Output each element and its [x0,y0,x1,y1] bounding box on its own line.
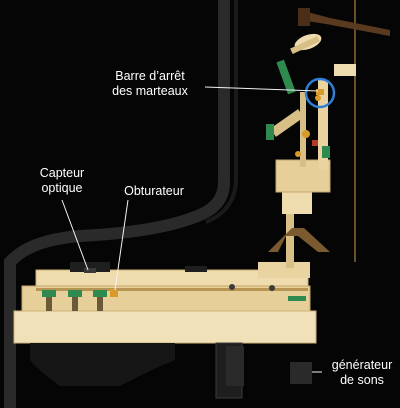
sound-generator-box [290,362,312,384]
label-sound-generator-line-2: de sons [340,373,384,387]
label-sound-generator: générateur de sons [326,358,398,388]
screw-1 [229,284,235,290]
label-optical-sensor-line-2: optique [41,181,83,195]
green-felt-1 [266,124,274,140]
top-damper-block [334,64,356,76]
key-top-dark [70,262,110,272]
gold-pivot-1 [302,130,310,138]
keybed-base [30,343,175,386]
keybed [13,310,317,344]
label-hammer-stop-line-1: Barre d’arrêt [115,69,185,83]
label-optical-sensor: Capteur optique [30,166,94,196]
optical-sensor [84,268,96,273]
leader-optical-sensor [61,199,89,271]
label-sound-generator-line-1: générateur [331,358,393,372]
piano-case-inner [205,0,238,224]
pin-3 [97,297,103,311]
pin-2 [72,297,78,311]
label-optical-sensor-line-1: Capteur [39,166,85,180]
pin-1 [46,297,52,311]
red-accent [312,140,318,146]
leader-hammer-stop [204,86,319,92]
pedal-block-light [226,346,244,386]
action-rail [318,80,328,170]
green-pad-3 [93,290,107,297]
hammer-arm [290,35,320,55]
gold-pivot-3 [315,95,321,101]
key-lever-shadow [36,288,308,291]
green-pad-1 [42,290,56,297]
gold-pivot-2 [295,151,301,157]
piano-case-outline [4,0,230,408]
screw-2 [269,285,275,291]
label-hammer-stop-line-2: des marteaux [112,84,188,98]
green-felt-2 [276,59,296,95]
label-shutter: Obturateur [124,184,184,198]
action-lever [270,109,304,137]
green-felt-3 [322,146,330,158]
top-brown-bracket [300,10,390,36]
top-dark-part [298,8,310,26]
label-hammer-stop-bar: Barre d’arrêt des marteaux [94,69,206,99]
green-pad-2 [68,290,82,297]
key-top-dark-2 [185,266,207,272]
whippen-bracket [268,228,330,252]
hammer-shank [300,92,306,167]
jack-block [282,190,312,214]
key-lever-back [258,262,310,278]
hammer-stop-circle [304,77,336,109]
hammer-stop-bar [316,89,324,95]
shutter [110,289,118,297]
leader-shutter [114,199,129,291]
green-accent-right [288,296,306,301]
